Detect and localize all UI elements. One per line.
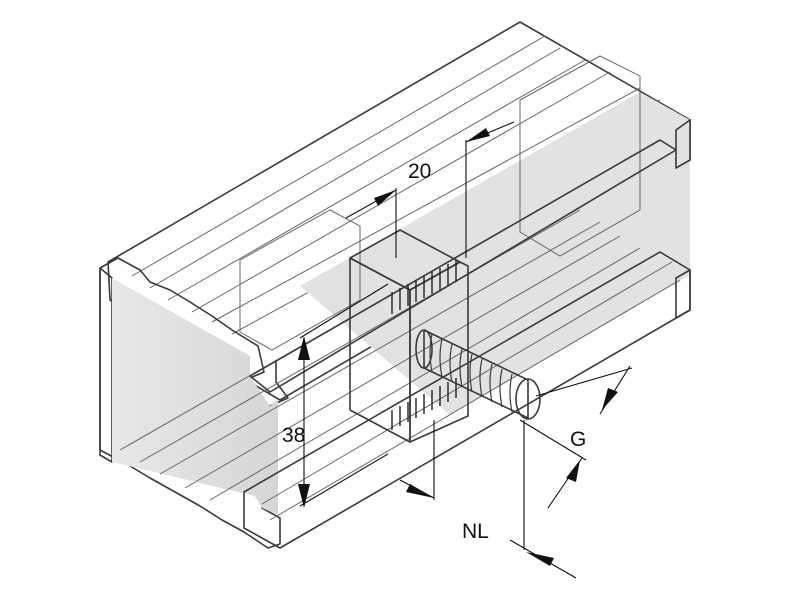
dimension-thread-label: G: [570, 428, 586, 451]
dimension-length-label: NL: [462, 520, 489, 543]
dimension-thread: G: [519, 365, 633, 509]
dimension-length: NL: [399, 420, 577, 579]
nut-serrations-top: [391, 260, 457, 314]
dimension-width: 20: [345, 121, 515, 258]
dimension-height-label: 38: [282, 424, 305, 447]
threaded-stud: [415, 329, 541, 420]
channel-rail: [99, 21, 691, 549]
channel-nut: [349, 229, 469, 443]
nut-serrations-bottom: [391, 378, 457, 430]
dimension-height: 38: [282, 283, 389, 508]
dimension-width-label: 20: [408, 160, 431, 183]
